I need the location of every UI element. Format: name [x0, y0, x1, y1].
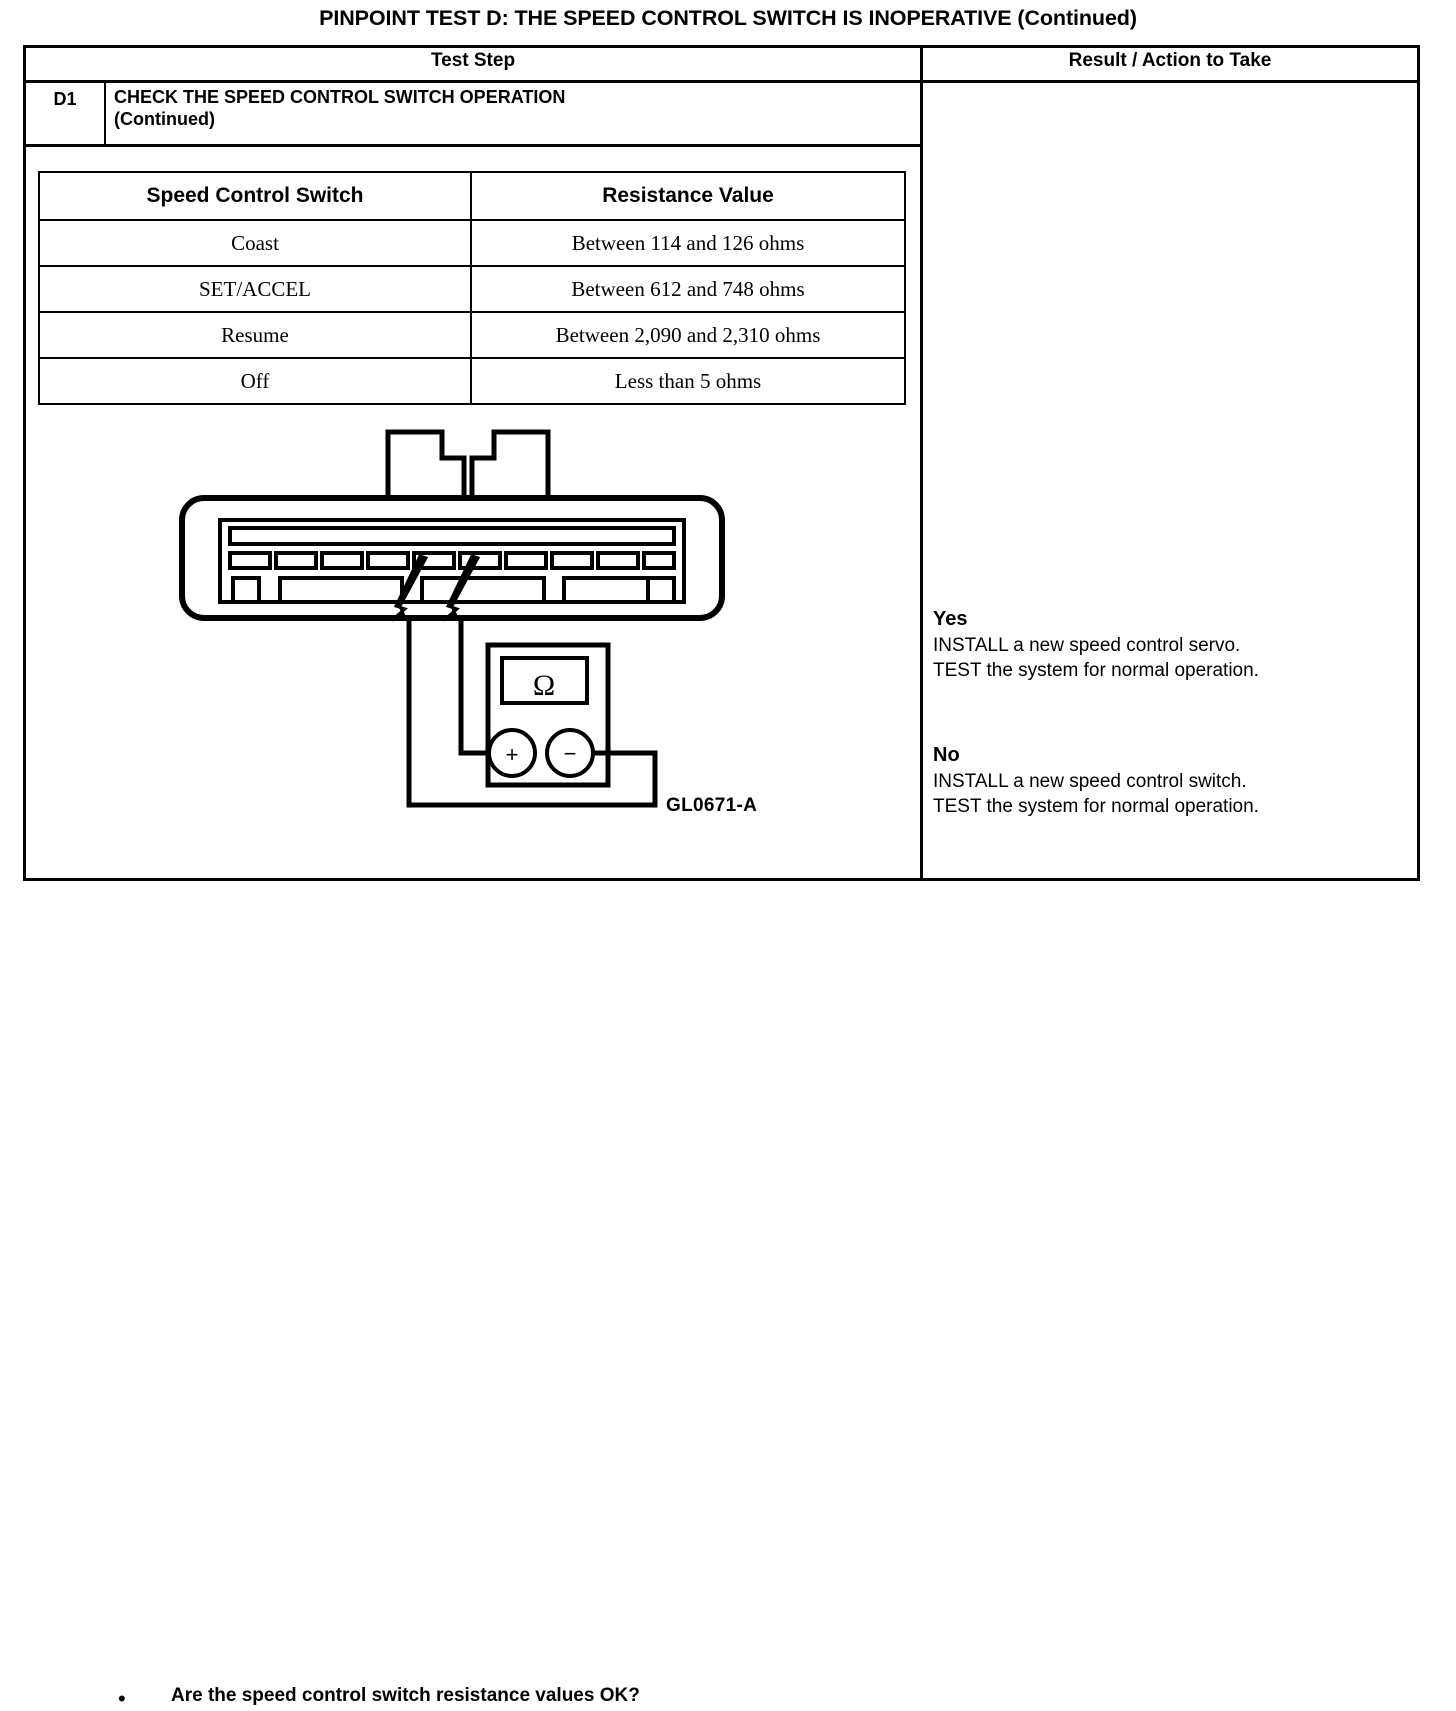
pin-cavity-wide	[420, 576, 546, 604]
pin-cavity	[320, 551, 364, 570]
pin-cavity	[412, 551, 456, 570]
connector-tab-left	[385, 429, 467, 500]
result-action-line: INSTALL a new speed control switch.	[933, 770, 1247, 792]
connector-test-diagram: Ω + −	[120, 410, 820, 830]
ohmmeter-body	[485, 642, 611, 788]
pin-cavity	[596, 551, 640, 570]
page-title: PINPOINT TEST D: THE SPEED CONTROL SWITC…	[319, 6, 1137, 30]
result-action-line: TEST the system for normal operation.	[933, 659, 1259, 681]
terminal-positive-label: +	[506, 742, 519, 767]
result-action-line: TEST the system for normal operation.	[933, 795, 1259, 817]
pin-cavity	[642, 551, 676, 570]
table-row: Resume Between 2,090 and 2,310 ohms	[38, 311, 906, 359]
column-divider	[920, 45, 923, 881]
resistance-value: Between 114 and 126 ohms	[470, 219, 906, 267]
pin-cavity	[550, 551, 594, 570]
resistance-value: Between 2,090 and 2,310 ohms	[470, 311, 906, 359]
step-id-d1: D1	[53, 89, 77, 109]
test-table-frame	[23, 45, 1420, 881]
step-heading-separator	[23, 144, 923, 147]
header-row-separator	[23, 80, 1420, 83]
probe-tip-inner-icon	[443, 554, 481, 622]
table-row: Coast Between 114 and 126 ohms	[38, 219, 906, 267]
resistance-values-table: Speed Control Switch Resistance Value Co…	[38, 171, 906, 405]
figure-label: GL0671-A	[666, 795, 758, 816]
table-header-switch: Speed Control Switch	[38, 171, 472, 221]
resistance-value: Between 612 and 748 ohms	[470, 265, 906, 313]
step-heading: CHECK THE SPEED CONTROL SWITCH OPERATION…	[114, 87, 904, 131]
column-header-test-step: Test Step	[430, 50, 516, 71]
resistance-value: Less than 5 ohms	[470, 357, 906, 405]
switch-position: Coast	[38, 219, 472, 267]
table-header-resistance: Resistance Value	[470, 171, 906, 221]
probe-tip-outer-icon	[391, 554, 429, 622]
pin-cavity	[274, 551, 318, 570]
switch-position: SET/ACCEL	[38, 265, 472, 313]
diagram-svg: Ω + −	[179, 429, 725, 808]
table-row: SET/ACCEL Between 612 and 748 ohms	[38, 265, 906, 313]
question-row: • Are the speed control switch resistanc…	[23, 840, 923, 1710]
pin-cavity	[458, 551, 502, 570]
bullet-icon: •	[118, 1686, 126, 1711]
pin-cavity-wide	[562, 576, 650, 604]
pin-cavity-small-left	[231, 576, 261, 604]
result-action-line: INSTALL a new speed control servo.	[933, 634, 1241, 656]
pin-row-bottom	[231, 576, 676, 604]
pin-cavity-small-right	[646, 576, 676, 604]
pin-cavity-wide	[278, 576, 404, 604]
result-answer-yes: Yes	[933, 608, 968, 630]
pin-cavity	[504, 551, 548, 570]
question-text: Are the speed control switch resistance …	[171, 1685, 640, 1706]
table-row: Off Less than 5 ohms	[38, 357, 906, 405]
pin-slot-top	[228, 526, 676, 546]
connector-tab-right	[469, 429, 551, 500]
step-heading-line-1: CHECK THE SPEED CONTROL SWITCH OPERATION	[114, 87, 566, 107]
ohmmeter-display	[500, 656, 589, 705]
ohm-symbol: Ω	[533, 669, 555, 702]
pin-cavity	[228, 551, 272, 570]
pinpoint-test-page: PINPOINT TEST D: THE SPEED CONTROL SWITC…	[23, 6, 1420, 1710]
table-header-row: Speed Control Switch Resistance Value	[38, 171, 906, 221]
wire-to-positive-terminal	[458, 673, 489, 756]
step-id-cell-divider	[104, 83, 106, 146]
terminal-negative-label: −	[564, 741, 577, 766]
switch-position: Resume	[38, 311, 472, 359]
probe-tips	[391, 554, 481, 622]
result-answer-no: No	[933, 744, 960, 766]
column-header-result-action: Result / Action to Take	[1068, 50, 1272, 71]
step-heading-line-2: (Continued)	[114, 108, 215, 129]
pin-row-middle	[228, 551, 676, 570]
result-no-block: No INSTALL a new speed control switch. T…	[933, 744, 1413, 819]
switch-position: Off	[38, 357, 472, 405]
pin-cavity	[366, 551, 410, 570]
wire-to-negative-terminal	[406, 750, 658, 808]
result-yes-block: Yes INSTALL a new speed control servo. T…	[933, 608, 1413, 683]
